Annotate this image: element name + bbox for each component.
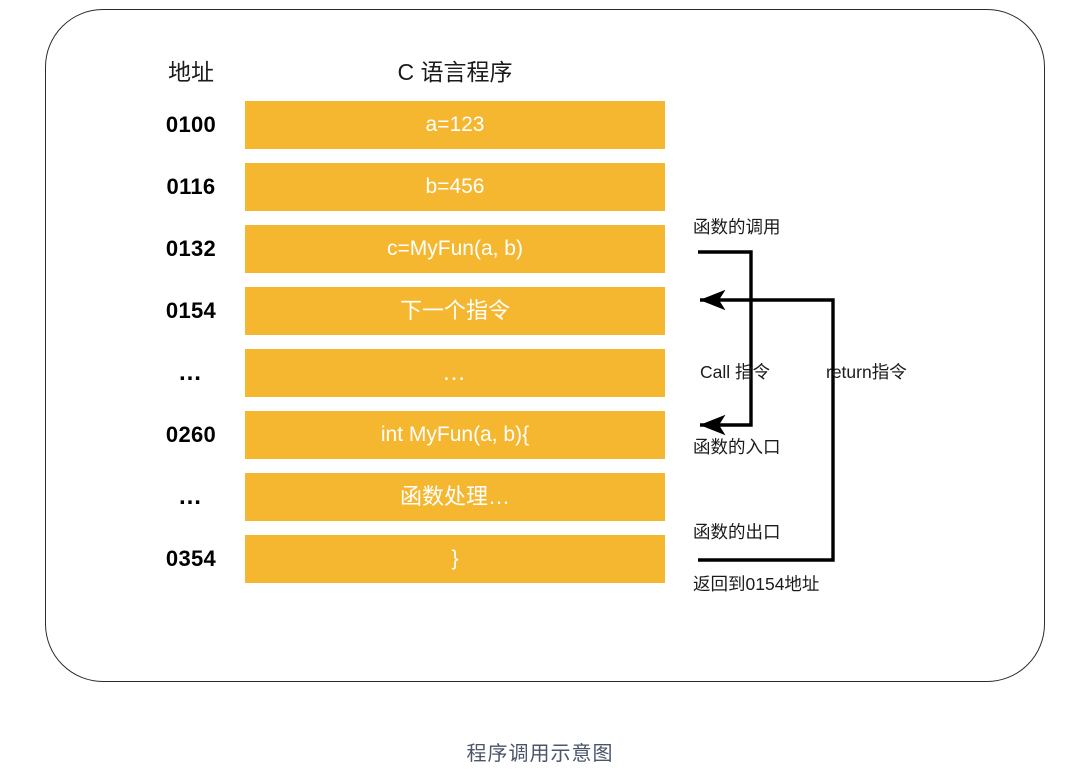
address-label: 0116 (166, 174, 216, 199)
table-row: 0260 int MyFun(a, b){ (0, 411, 1080, 459)
table-row: 0100 a=123 (0, 101, 1080, 149)
table-row: … 函数处理… (0, 473, 1080, 521)
table-row: …… (0, 349, 1080, 397)
code-cell: 函数处理… (245, 473, 665, 521)
address-label: 0260 (165, 422, 217, 447)
code-cell: } (245, 535, 665, 583)
code-cell: … (245, 349, 665, 397)
address-label: 0354 (165, 546, 217, 571)
annotation-return-instruction: return指令 (826, 362, 907, 382)
address-label: … (178, 359, 204, 386)
code-cell: 下一个指令 (245, 287, 665, 335)
column-header-address: 地址 (168, 59, 214, 85)
table-row: 0132 c=MyFun(a, b) (0, 225, 1080, 273)
code-cell: a=123 (245, 101, 665, 149)
table-row: 0116 b=456 (0, 163, 1080, 211)
address-label: … (178, 483, 204, 510)
table-row: 0354} (0, 535, 1080, 583)
address-label: 0154 (165, 298, 217, 323)
annotation-call-instruction: Call 指令 (700, 362, 771, 382)
annotation-function-exit: 函数的出口 (693, 522, 781, 542)
annotation-function-call: 函数的调用 (693, 217, 781, 237)
annotation-return-to-address: 返回到0154地址 (693, 574, 820, 594)
code-cell: int MyFun(a, b){ (245, 411, 665, 459)
address-label: 0132 (165, 236, 217, 261)
annotation-function-entry: 函数的入口 (693, 437, 781, 457)
code-cell: b=456 (245, 163, 665, 211)
address-label: 0100 (165, 112, 217, 137)
diagram-caption: 程序调用示意图 (466, 743, 614, 765)
code-cell: c=MyFun(a, b) (245, 225, 665, 273)
table-row: 0154 下一个指令 (0, 287, 1080, 335)
column-header-program: C 语言程序 (397, 59, 513, 85)
